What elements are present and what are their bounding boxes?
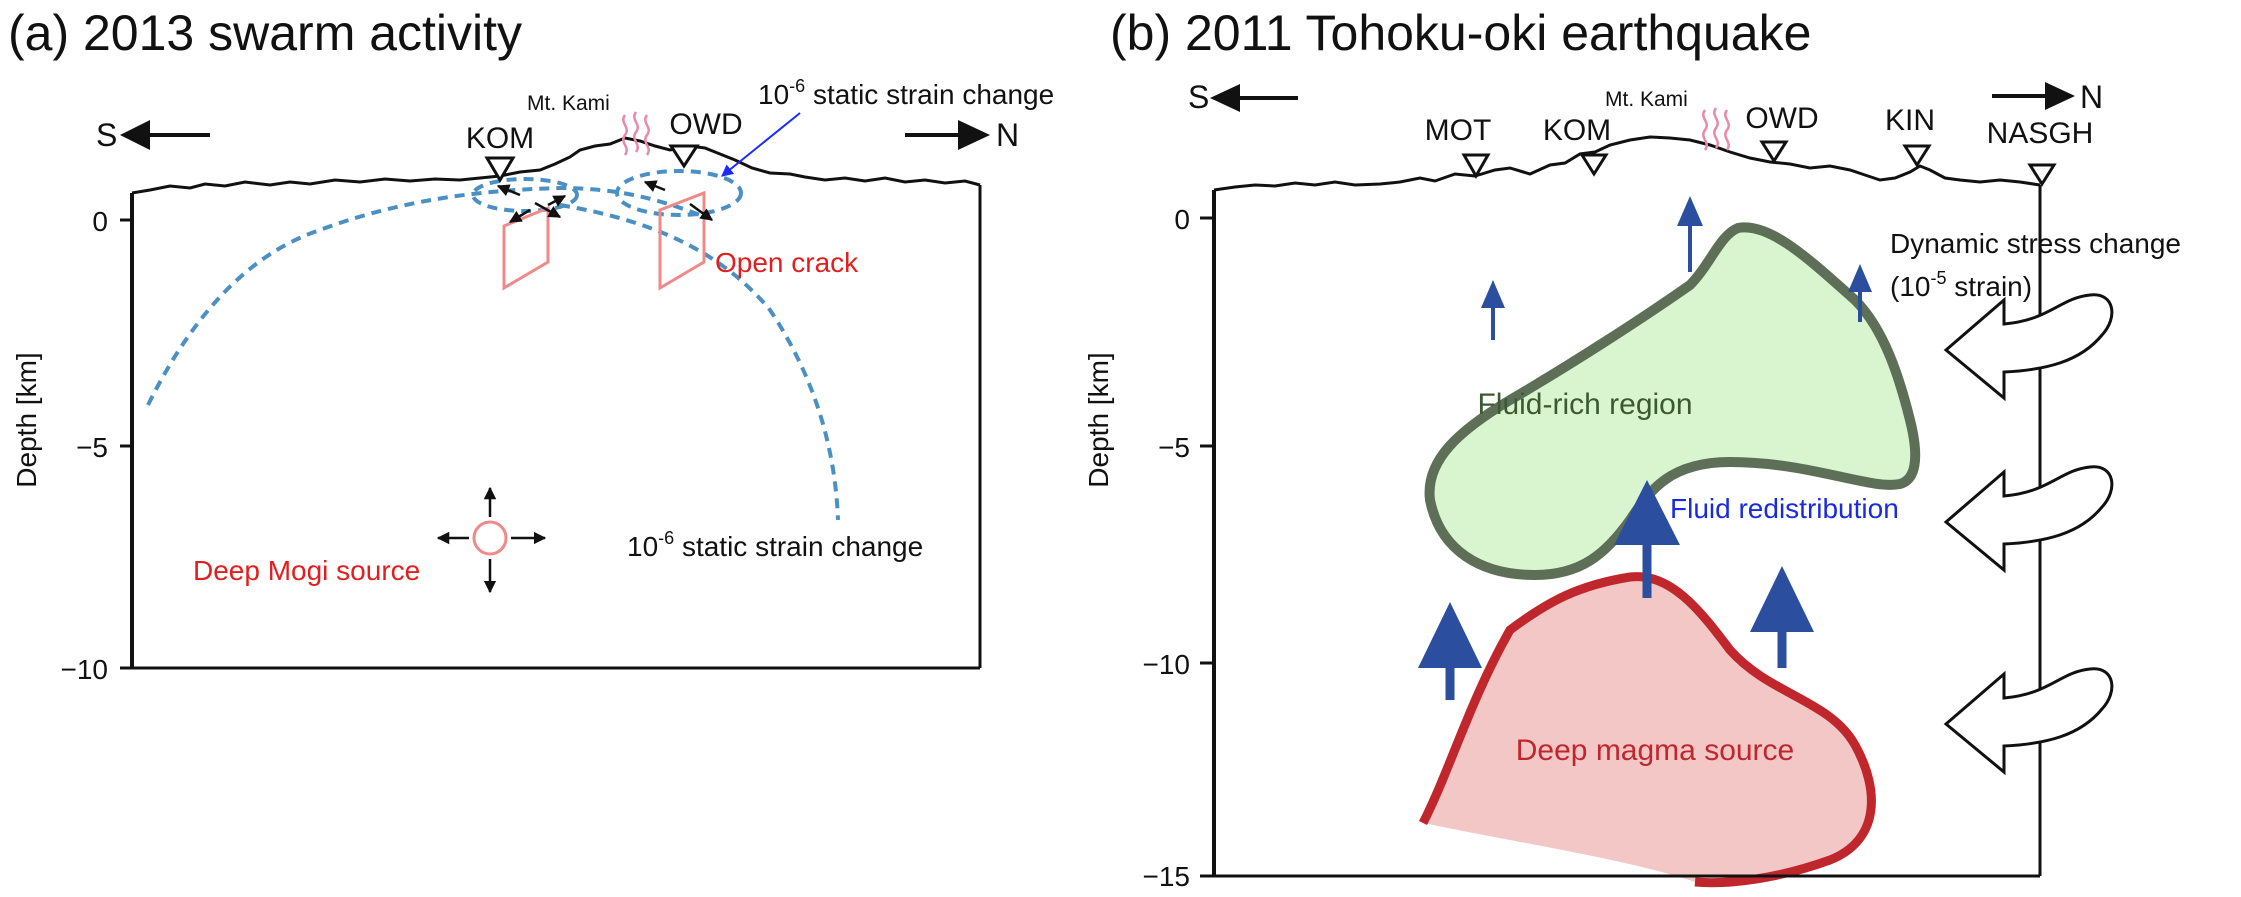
tick-10: −10 xyxy=(61,654,109,685)
dynamic-stress-label: Dynamic stress change xyxy=(1890,228,2181,259)
strain-direction-arrows xyxy=(496,180,714,224)
mogi-label: Deep Mogi source xyxy=(193,555,420,586)
fluid-redistribution-arrows xyxy=(1418,480,1814,700)
panel-a-diagram: S N 0 −5 −10 Depth [km] xyxy=(11,76,1054,685)
tick-0: 0 xyxy=(92,206,108,237)
tick-b-5: −5 xyxy=(1158,432,1190,463)
open-crack-shapes xyxy=(502,190,706,291)
station-nasgh: NASGH xyxy=(1987,117,2094,187)
strain-annotation-top: 10-6 static strain change xyxy=(758,76,1054,110)
open-crack-label: Open crack xyxy=(715,247,859,278)
svg-text:KOM: KOM xyxy=(1543,114,1611,147)
tick-b-15: −15 xyxy=(1143,861,1191,892)
panel-b: (b) 2011 Tohoku-oki earthquake S N xyxy=(1083,0,2241,897)
dynamic-stress-strain: (10-5 strain) xyxy=(1890,268,2032,302)
station-kin: KIN xyxy=(1885,104,1935,168)
direction-south-arrow xyxy=(120,120,210,150)
direction-north-arrow-b xyxy=(1992,82,2075,110)
mogi-source-icon xyxy=(436,486,547,594)
strain-contours xyxy=(146,169,840,521)
svg-text:KIN: KIN xyxy=(1885,104,1935,137)
direction-south-arrow-b xyxy=(1210,84,1298,112)
volcano-label: Mt. Kami xyxy=(527,92,610,115)
magma-label: Deep magma source xyxy=(1516,734,1794,767)
panel-a-title: (a) 2013 swarm activity xyxy=(8,5,523,61)
station-owd-b: OWD xyxy=(1745,102,1819,164)
tick-b-10: −10 xyxy=(1143,649,1191,680)
station-kom: KOM xyxy=(466,122,534,183)
tick-5: −5 xyxy=(76,432,108,463)
strain-annotation-bottom: 10-6 static strain change xyxy=(627,528,923,562)
svg-text:MOT: MOT xyxy=(1425,114,1492,147)
station-owd: OWD xyxy=(668,108,743,169)
volcano-label-b: Mt. Kami xyxy=(1605,88,1688,111)
station-owd-label: OWD xyxy=(669,108,742,141)
deep-magma-source xyxy=(1423,576,1872,883)
volcano-heat-icon xyxy=(622,111,650,156)
north-label: N xyxy=(996,117,1019,153)
depth-axis-label-b: Depth [km] xyxy=(1083,352,1114,487)
station-mot: MOT xyxy=(1425,114,1492,180)
panel-b-title: (b) 2011 Tohoku-oki earthquake xyxy=(1110,5,1812,61)
strain-annotation-pointer xyxy=(721,112,801,177)
svg-text:OWD: OWD xyxy=(1745,102,1818,135)
topography-line-b xyxy=(1213,135,2041,192)
fluid-redistribution-label: Fluid redistribution xyxy=(1670,493,1899,524)
volcano-heat-icon-b xyxy=(1702,107,1730,151)
south-label: S xyxy=(96,117,117,153)
panel-b-diagram: S N 0 −5 −10 −15 Depth [km] xyxy=(1083,79,2181,892)
station-kom-b: KOM xyxy=(1543,114,1611,177)
station-kom-label: KOM xyxy=(466,122,534,155)
seismic-wave-arrows xyxy=(1943,293,2114,776)
south-label-b: S xyxy=(1188,79,1209,115)
magma-outline xyxy=(1418,572,1876,888)
north-label-b: N xyxy=(2080,79,2103,115)
panel-a: (a) 2013 swarm activity S N xyxy=(0,0,1110,897)
direction-north-arrow xyxy=(905,120,990,150)
svg-text:NASGH: NASGH xyxy=(1987,117,2094,150)
fluid-region-label: Fluid-rich region xyxy=(1477,388,1692,421)
topography-line xyxy=(131,136,981,195)
tick-b-0: 0 xyxy=(1174,204,1190,235)
small-uplift-arrows xyxy=(1481,196,1872,340)
depth-axis-label: Depth [km] xyxy=(11,352,42,487)
